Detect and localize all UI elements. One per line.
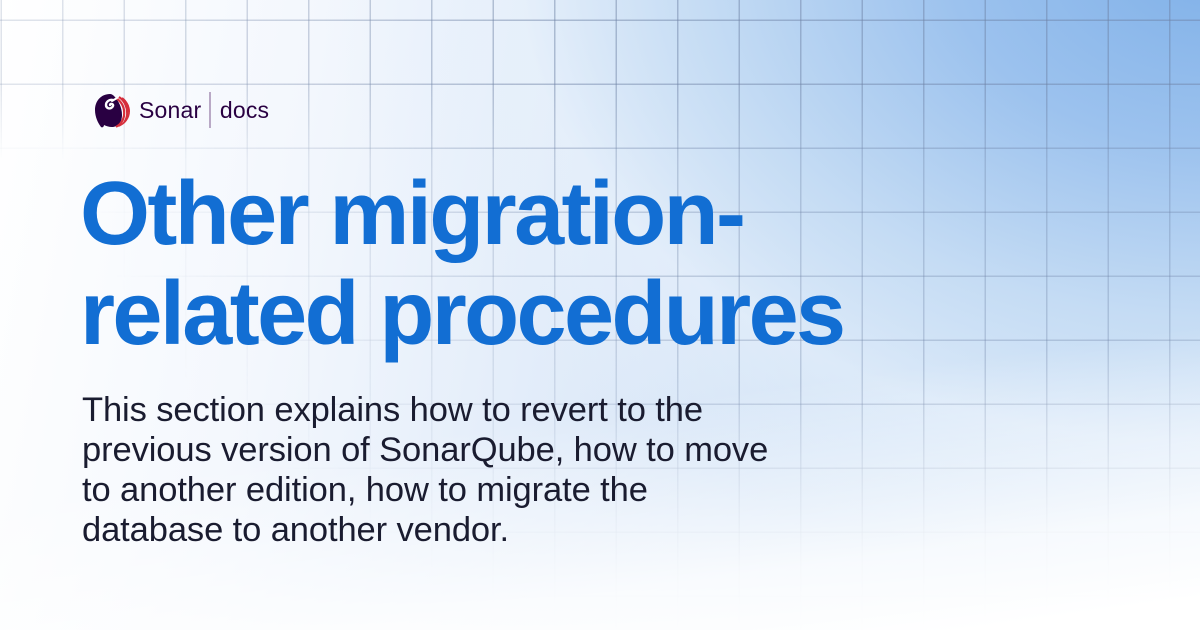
logo-divider (209, 92, 211, 128)
description-line: This section explains how to revert to t… (82, 391, 703, 429)
page-description: This section explains how to revert to t… (82, 390, 902, 550)
sonar-docs-logo[interactable]: Sonar docs (92, 89, 269, 131)
page-title-line: related procedures (80, 264, 846, 364)
brand-name: Sonar (139, 97, 202, 123)
page-title-line: Other migration- (80, 164, 746, 264)
sonar-logo-icon (95, 94, 130, 128)
description-line: to another edition, how to migrate the (82, 471, 648, 509)
page-title: Other migration- related procedures (80, 164, 1080, 364)
brand-section: docs (219, 97, 270, 123)
description-line: database to another vendor. (82, 511, 509, 549)
description-line: previous version of SonarQube, how to mo… (82, 431, 769, 469)
